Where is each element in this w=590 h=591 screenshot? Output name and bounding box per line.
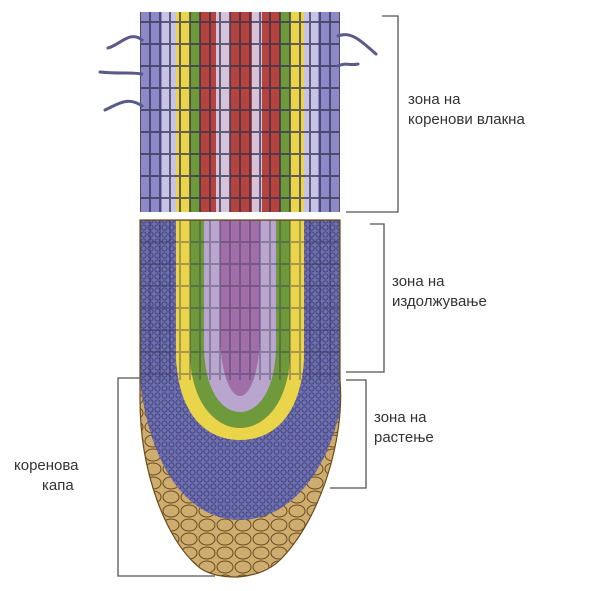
root-hair-segment [140, 12, 340, 212]
root-tip-segment [120, 220, 360, 586]
label-elongation-zone: зона на издолжување [392, 272, 487, 312]
label-root-cap: коренова капа [14, 456, 79, 496]
label-growth-zone: зона на растење [374, 408, 434, 448]
label-root-hair-zone: зона на коренови влакна [408, 90, 525, 130]
bracket-root-hair-zone [346, 16, 398, 212]
bracket-elongation-zone [346, 224, 384, 372]
